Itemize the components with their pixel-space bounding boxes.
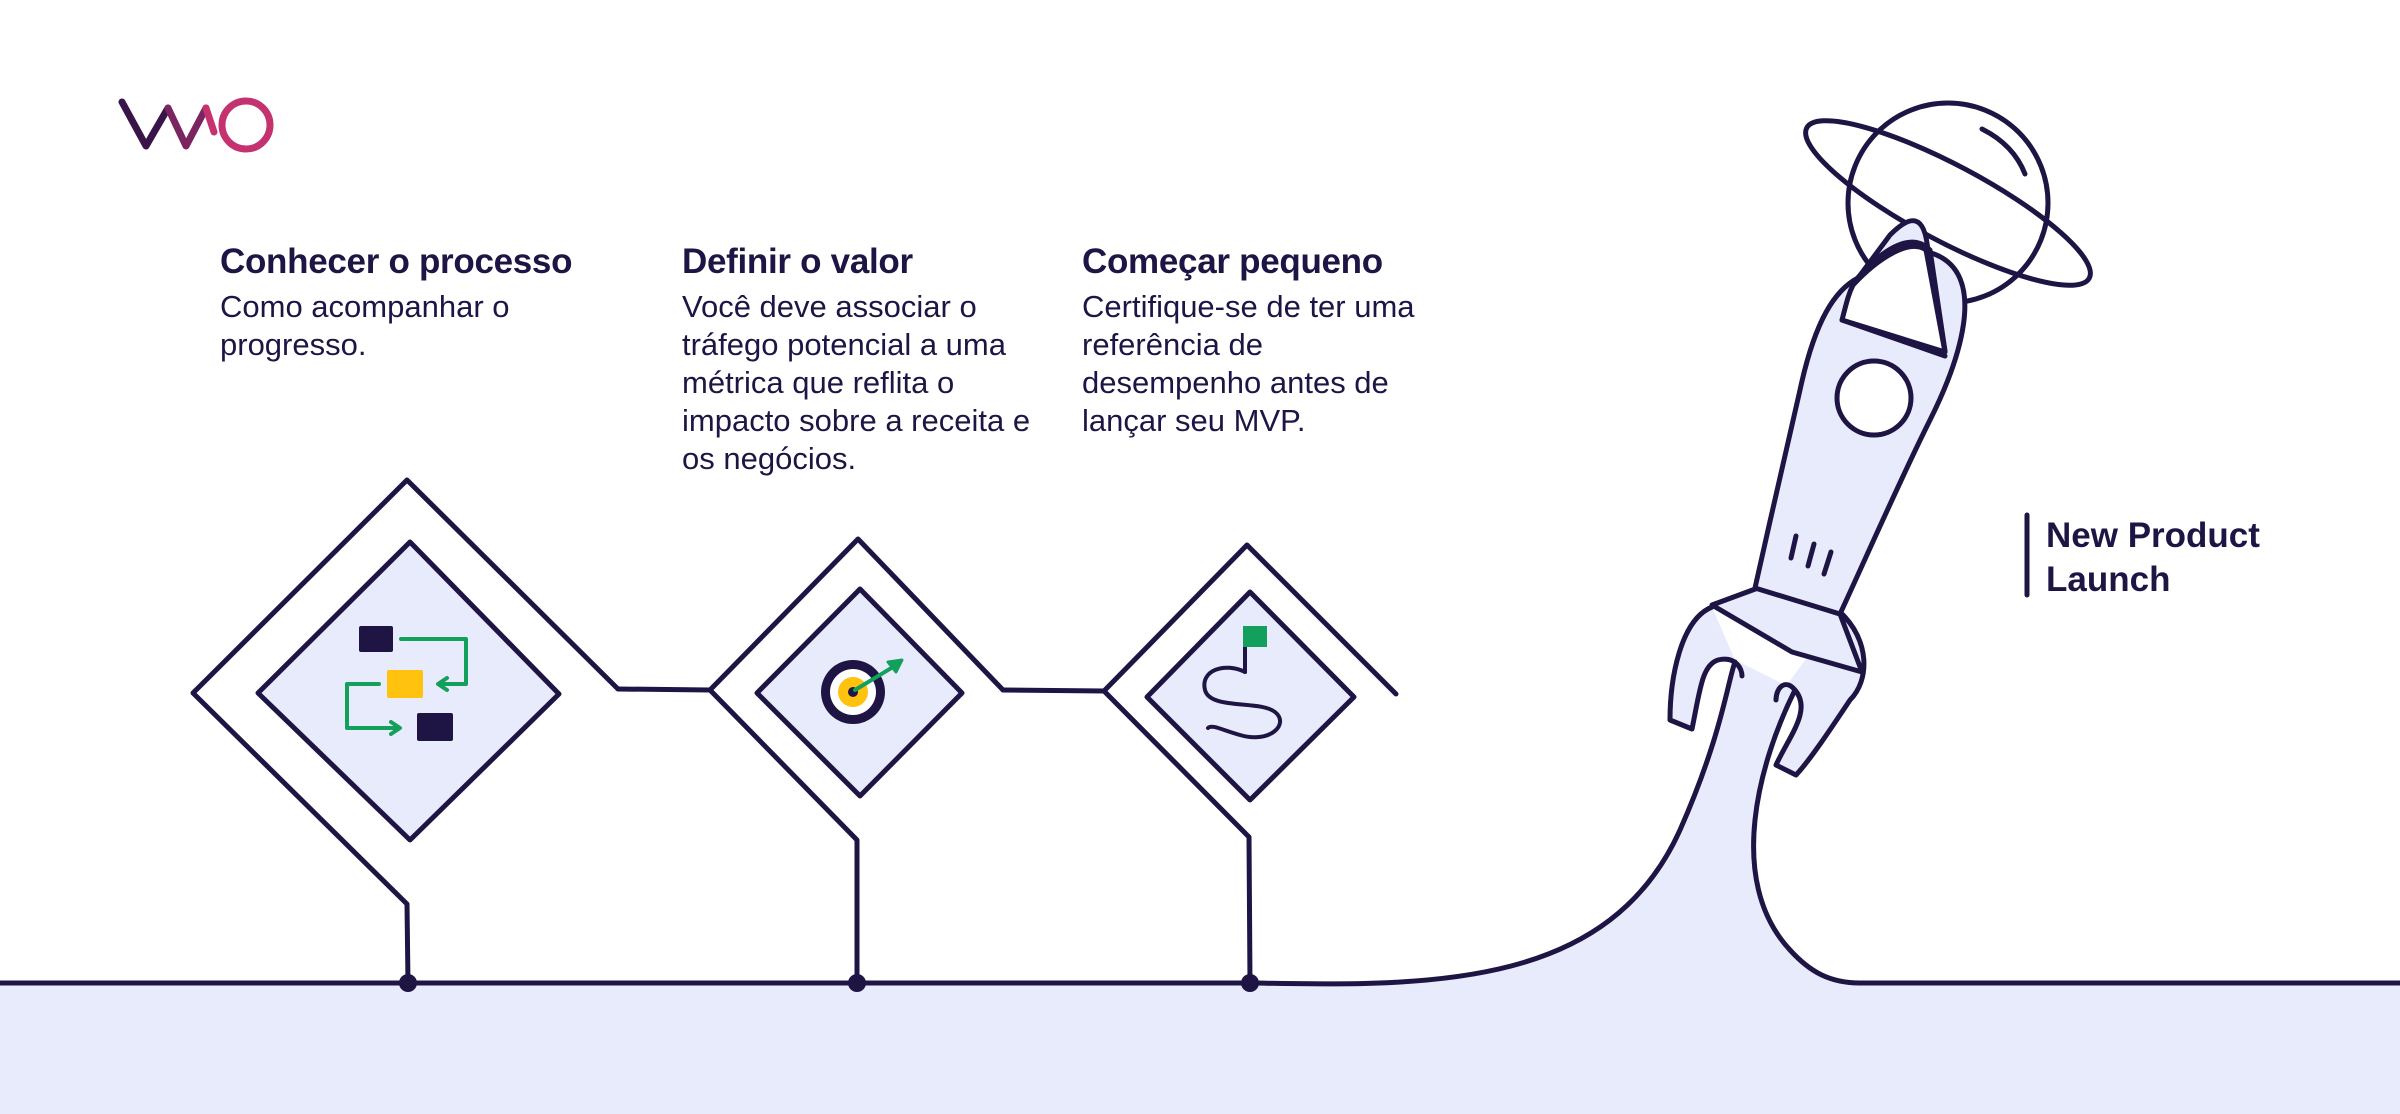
step-3-diamond — [1101, 542, 1399, 986]
step-3-title: Começar pequeno — [1082, 242, 1383, 281]
step-1-node — [399, 974, 417, 992]
step-2-title: Definir o valor — [682, 242, 913, 281]
step-3-node — [1241, 974, 1259, 992]
rocket-exhaust — [1260, 660, 1860, 984]
timeline-baseline-right — [1751, 687, 2400, 986]
timeline-baseline — [0, 659, 1738, 987]
flowchart-icon — [345, 626, 468, 741]
step-1-diamond — [190, 477, 621, 986]
step-2-diamond — [707, 536, 1006, 986]
step-2-description: Você deve associar o tráfego potencial a… — [682, 289, 1031, 476]
launch-label: New Product Launch — [2046, 516, 2260, 599]
step-2-text: Definir o valor Você deve associar o trá… — [682, 242, 1042, 478]
step-3-text: Começar pequeno Certifique-se de ter uma… — [1082, 242, 1422, 440]
step-2-node — [848, 974, 866, 992]
connector-1 — [615, 686, 713, 693]
vwo-logo — [118, 97, 274, 153]
connector-2 — [1000, 687, 1107, 694]
step-1-description: Como acompanhar o progresso. — [220, 289, 510, 362]
target-icon — [821, 658, 904, 724]
rocket-icon — [1667, 218, 1968, 778]
path-flag-icon — [1202, 626, 1283, 740]
step-1-title: Conhecer o processo — [220, 242, 573, 281]
step-1-text: Conhecer o processo Como acompanhar o pr… — [220, 242, 640, 364]
step-3-description: Certifique-se de ter uma referência de d… — [1082, 289, 1415, 438]
ground-band — [0, 983, 2400, 1114]
